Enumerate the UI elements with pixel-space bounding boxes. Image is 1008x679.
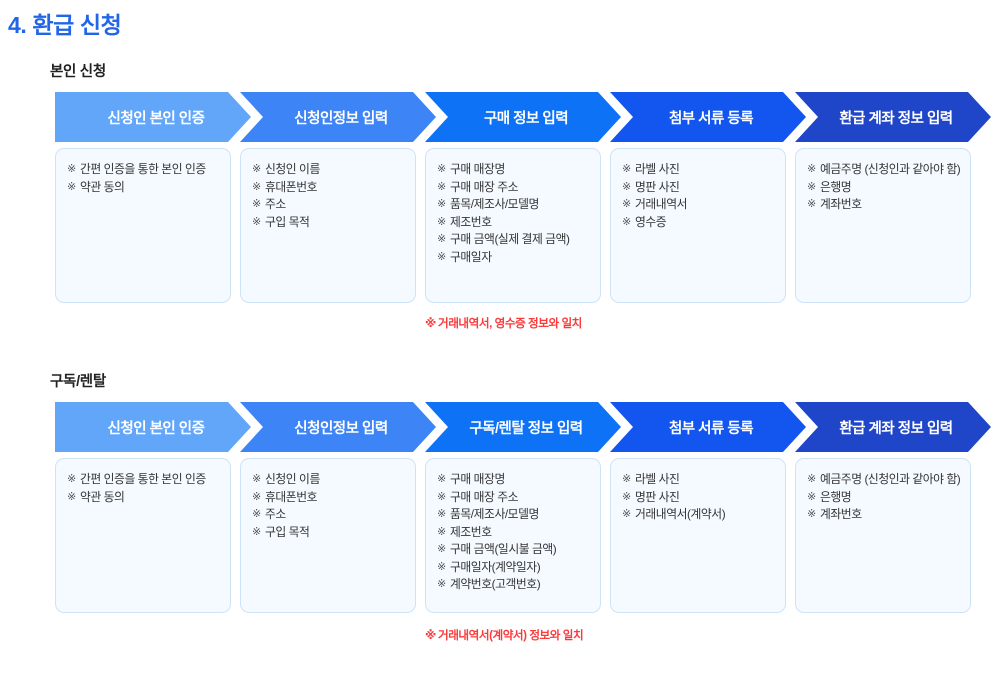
list-item: 휴대폰번호 [252, 489, 406, 507]
step-detail-box-4: 라벨 사진명판 사진거래내역서(계약서) [610, 458, 786, 613]
step-detail-box-1: 간편 인증을 통한 본인 인증약관 동의 [55, 148, 231, 303]
step-detail-box-3: 구매 매장명구매 매장 주소품목/제조사/모델명제조번호구매 금액(일시불 금액… [425, 458, 601, 613]
list-item: 예금주명 (신청인과 같아야 함) [807, 471, 961, 489]
step-5-item-list: 예금주명 (신청인과 같아야 함)은행명계좌번호 [807, 471, 961, 524]
chevron-step-1[interactable]: 신청인 본인 인증 [55, 402, 251, 452]
list-item: 계좌번호 [807, 506, 961, 524]
list-item: 품목/제조사/모델명 [437, 196, 591, 214]
step-detail-box-5: 예금주명 (신청인과 같아야 함)은행명계좌번호 [795, 148, 971, 303]
step-detail-box-5: 예금주명 (신청인과 같아야 함)은행명계좌번호 [795, 458, 971, 613]
section-label: 구독/렌탈 [50, 374, 106, 390]
process-step-chevrons: 신청인 본인 인증 신청인정보 입력 구매 정보 입력 첨부 서류 등록 환급 … [55, 92, 991, 142]
step-detail-boxes: 간편 인증을 통한 본인 인증약관 동의 신청인 이름휴대폰번호주소구입 목적 … [55, 148, 971, 303]
chevron-step-3[interactable]: 구매 정보 입력 [425, 92, 621, 142]
chevron-step-5-label: 환급 계좌 정보 입력 [839, 420, 953, 437]
list-item: 신청인 이름 [252, 161, 406, 179]
step-detail-box-2: 신청인 이름휴대폰번호주소구입 목적 [240, 458, 416, 613]
chevron-step-5[interactable]: 환급 계좌 정보 입력 [795, 92, 991, 142]
step-detail-box-1: 간편 인증을 통한 본인 인증약관 동의 [55, 458, 231, 613]
chevron-step-2[interactable]: 신청인정보 입력 [240, 402, 436, 452]
step-3-item-list: 구매 매장명구매 매장 주소품목/제조사/모델명제조번호구매 금액(실제 결제 … [437, 161, 591, 266]
match-warning-note: 거래내역서, 영수증 정보와 일치 [425, 315, 615, 332]
chevron-step-5[interactable]: 환급 계좌 정보 입력 [795, 402, 991, 452]
chevron-step-2-label: 신청인정보 입력 [294, 420, 388, 437]
chevron-step-2-label: 신청인정보 입력 [294, 110, 388, 127]
list-item: 구매 매장명 [437, 471, 591, 489]
list-item: 은행명 [807, 489, 961, 507]
list-item: 거래내역서 [622, 196, 776, 214]
chevron-step-1[interactable]: 신청인 본인 인증 [55, 92, 251, 142]
list-item: 은행명 [807, 179, 961, 197]
list-item: 계좌번호 [807, 196, 961, 214]
list-item: 예금주명 (신청인과 같아야 함) [807, 161, 961, 179]
list-item: 주소 [252, 196, 406, 214]
chevron-step-4-label: 첨부 서류 등록 [668, 110, 754, 127]
step-detail-boxes: 간편 인증을 통한 본인 인증약관 동의 신청인 이름휴대폰번호주소구입 목적 … [55, 458, 971, 613]
page-title: 4. 환급 신청 [8, 12, 122, 38]
match-warning-note: 거래내역서(계약서) 정보와 일치 [425, 627, 615, 644]
list-item: 약관 동의 [67, 179, 221, 197]
step-5-item-list: 예금주명 (신청인과 같아야 함)은행명계좌번호 [807, 161, 961, 214]
chevron-step-3[interactable]: 구독/렌탈 정보 입력 [425, 402, 621, 452]
step-2-item-list: 신청인 이름휴대폰번호주소구입 목적 [252, 161, 406, 231]
list-item: 영수증 [622, 214, 776, 232]
step-detail-box-4: 라벨 사진명판 사진거래내역서영수증 [610, 148, 786, 303]
list-item: 신청인 이름 [252, 471, 406, 489]
chevron-step-1-label: 신청인 본인 인증 [107, 110, 205, 127]
list-item: 라벨 사진 [622, 161, 776, 179]
list-item: 간편 인증을 통한 본인 인증 [67, 471, 221, 489]
chevron-step-4-label: 첨부 서류 등록 [668, 420, 754, 437]
list-item: 구매일자(계약일자) [437, 559, 591, 577]
step-1-item-list: 간편 인증을 통한 본인 인증약관 동의 [67, 161, 221, 196]
list-item: 구매 금액(실제 결제 금액) [437, 231, 591, 249]
step-4-item-list: 라벨 사진명판 사진거래내역서영수증 [622, 161, 776, 231]
chevron-step-2[interactable]: 신청인정보 입력 [240, 92, 436, 142]
step-detail-box-3: 구매 매장명구매 매장 주소품목/제조사/모델명제조번호구매 금액(실제 결제 … [425, 148, 601, 303]
chevron-step-1-label: 신청인 본인 인증 [107, 420, 205, 437]
list-item: 제조번호 [437, 524, 591, 542]
list-item: 구입 목적 [252, 524, 406, 542]
list-item: 명판 사진 [622, 179, 776, 197]
step-4-item-list: 라벨 사진명판 사진거래내역서(계약서) [622, 471, 776, 524]
chevron-step-4[interactable]: 첨부 서류 등록 [610, 402, 806, 452]
step-2-item-list: 신청인 이름휴대폰번호주소구입 목적 [252, 471, 406, 541]
list-item: 제조번호 [437, 214, 591, 232]
list-item: 계약번호(고객번호) [437, 576, 591, 594]
list-item: 구매 매장 주소 [437, 179, 591, 197]
list-item: 간편 인증을 통한 본인 인증 [67, 161, 221, 179]
step-1-item-list: 간편 인증을 통한 본인 인증약관 동의 [67, 471, 221, 506]
list-item: 거래내역서(계약서) [622, 506, 776, 524]
process-step-chevrons: 신청인 본인 인증 신청인정보 입력 구독/렌탈 정보 입력 첨부 서류 등록 … [55, 402, 991, 452]
step-detail-box-2: 신청인 이름휴대폰번호주소구입 목적 [240, 148, 416, 303]
chevron-step-5-label: 환급 계좌 정보 입력 [839, 110, 953, 127]
chevron-step-3-label: 구매 정보 입력 [483, 110, 569, 127]
step-3-item-list: 구매 매장명구매 매장 주소품목/제조사/모델명제조번호구매 금액(일시불 금액… [437, 471, 591, 594]
chevron-step-3-label: 구독/렌탈 정보 입력 [469, 420, 583, 437]
list-item: 구매 매장 주소 [437, 489, 591, 507]
list-item: 구매 매장명 [437, 161, 591, 179]
chevron-step-4[interactable]: 첨부 서류 등록 [610, 92, 806, 142]
list-item: 휴대폰번호 [252, 179, 406, 197]
list-item: 라벨 사진 [622, 471, 776, 489]
list-item: 품목/제조사/모델명 [437, 506, 591, 524]
list-item: 구매일자 [437, 249, 591, 267]
list-item: 구입 목적 [252, 214, 406, 232]
list-item: 주소 [252, 506, 406, 524]
list-item: 약관 동의 [67, 489, 221, 507]
list-item: 명판 사진 [622, 489, 776, 507]
list-item: 구매 금액(일시불 금액) [437, 541, 591, 559]
section-label: 본인 신청 [50, 64, 106, 80]
